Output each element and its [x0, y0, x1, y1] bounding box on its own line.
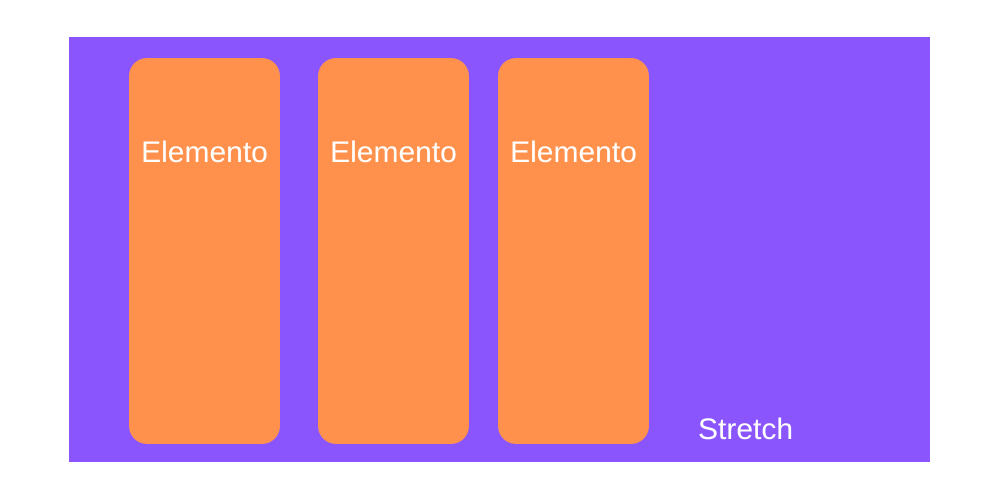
- flex-item-1: Elemento: [129, 58, 280, 444]
- flex-item-2-label: Elemento: [330, 136, 457, 169]
- flex-item-3: Elemento: [498, 58, 649, 444]
- flex-item-1-label: Elemento: [141, 136, 268, 169]
- flex-container: Elemento Elemento Elemento Stretch: [69, 37, 930, 462]
- flex-item-2: Elemento: [318, 58, 469, 444]
- align-stretch-caption: Stretch: [698, 413, 794, 446]
- flex-item-3-label: Elemento: [510, 136, 637, 169]
